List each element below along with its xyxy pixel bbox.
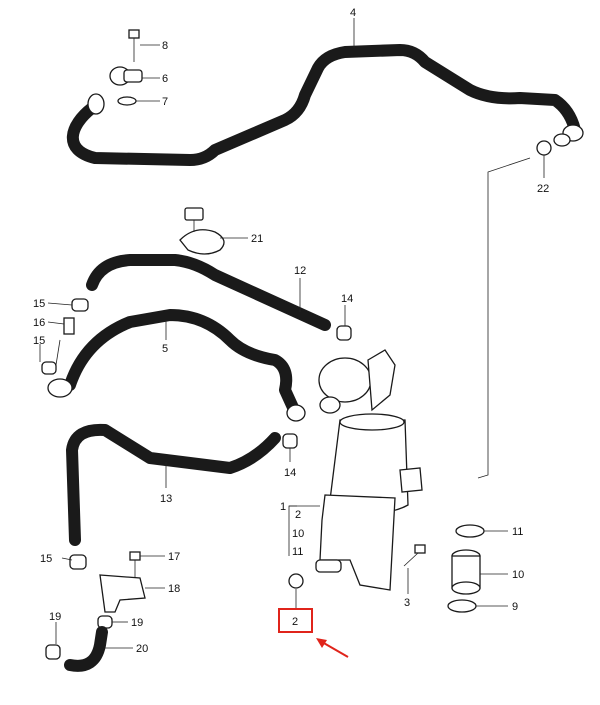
clamp-14-upper — [336, 325, 352, 341]
callout-5: 5 — [162, 343, 168, 355]
leader-lines — [39, 18, 545, 649]
callout-21: 21 — [251, 233, 263, 245]
clamp-19-left — [45, 644, 61, 660]
seal-7 — [117, 96, 137, 106]
seal-ring-2 — [288, 573, 304, 589]
clamp-14-lower — [282, 433, 298, 449]
bolt-8 — [128, 29, 140, 62]
hose-10 — [451, 549, 481, 595]
callout-4: 4 — [350, 7, 356, 19]
callout-2-group: 2 — [295, 509, 301, 521]
callout-3: 3 — [404, 597, 410, 609]
bolt-3 — [403, 544, 426, 567]
oil-separator-assembly — [315, 349, 423, 591]
hose-12 — [86, 254, 331, 331]
callout-18: 18 — [168, 583, 180, 595]
clamp-15-middle — [41, 361, 57, 375]
callout-13: 13 — [160, 493, 172, 505]
clamp-15-upper — [71, 298, 89, 312]
callout-22: 22 — [537, 183, 549, 195]
bolt-17 — [129, 551, 141, 578]
highlight-arrow-shaft — [321, 641, 349, 658]
callouts: 4 8 6 7 22 21 12 15 16 15 5 14 14 13 1 2… — [33, 7, 549, 655]
bracket-18 — [99, 574, 146, 613]
callout-2-highlighted: 2 — [292, 616, 298, 628]
callout-14-upper: 14 — [341, 293, 353, 305]
callout-8: 8 — [162, 40, 168, 52]
callout-14-lower: 14 — [284, 467, 296, 479]
hose-4 — [66, 44, 584, 166]
clip-21 — [179, 207, 225, 255]
callout-1: 1 — [280, 501, 286, 513]
callout-20: 20 — [136, 643, 148, 655]
callout-9: 9 — [512, 601, 518, 613]
highlighted-callout: 2 — [278, 608, 349, 658]
callout-6: 6 — [162, 73, 168, 85]
clamp-11 — [455, 524, 485, 538]
callout-12: 12 — [294, 265, 306, 277]
callout-17: 17 — [168, 551, 180, 563]
callout-15-middle: 15 — [33, 335, 45, 347]
callout-10-group: 10 — [292, 528, 304, 540]
callout-15-lower: 15 — [40, 553, 52, 565]
highlight-box — [278, 608, 313, 633]
callout-19-left: 19 — [49, 611, 61, 623]
union-6 — [109, 66, 143, 86]
clamp-15-lower — [69, 554, 87, 570]
clamp-19-right — [97, 615, 113, 629]
highlight-arrow-head — [316, 638, 327, 648]
callout-11: 11 — [512, 526, 523, 538]
seal-ring-22 — [536, 140, 552, 156]
hose-20 — [64, 626, 108, 672]
callout-15-upper: 15 — [33, 298, 45, 310]
callout-10: 10 — [512, 569, 524, 581]
callout-16: 16 — [33, 317, 45, 329]
callout-11-group: 11 — [292, 546, 303, 558]
hose-5 — [47, 309, 306, 422]
clamp-9 — [447, 599, 477, 613]
callout-7: 7 — [162, 96, 168, 108]
connector-16 — [55, 317, 75, 366]
hose-13 — [66, 423, 281, 546]
callout-19-right: 19 — [131, 617, 143, 629]
